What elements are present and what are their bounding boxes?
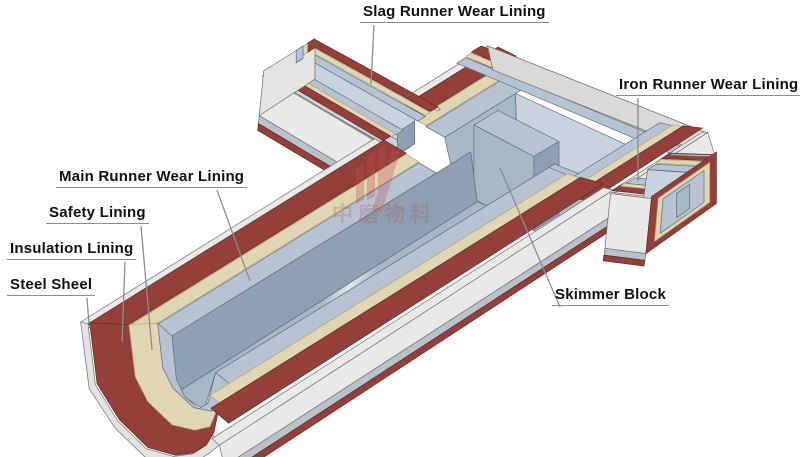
label-skimmer-block: Skimmer Block [552, 286, 669, 306]
label-slag-runner-wear-lining: Slag Runner Wear Lining [360, 3, 549, 23]
leader-lines [86, 24, 639, 351]
label-insulation-lining: Insulation Lining [7, 240, 137, 260]
label-steel-shell: Steel Sheel [7, 276, 96, 296]
label-main-runner-wear-lining: Main Runner Wear Lining [56, 168, 248, 188]
label-safety-lining: Safety Lining [46, 204, 149, 224]
main-runner [80, 138, 626, 457]
iron-runner-arm [602, 151, 717, 267]
watermark-logo [356, 144, 400, 212]
label-iron-runner-wear-lining: Iron Runner Wear Lining [616, 76, 800, 96]
